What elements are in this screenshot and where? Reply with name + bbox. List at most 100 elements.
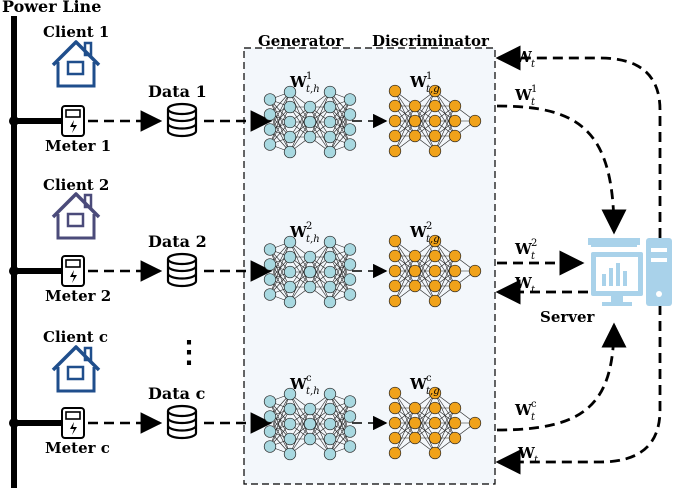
network-node <box>468 264 482 278</box>
network-node <box>283 250 297 264</box>
network-node <box>343 273 357 286</box>
weight-subscript: t,g <box>426 84 440 95</box>
network-node <box>283 432 297 446</box>
network-node <box>323 100 337 114</box>
discriminator-network <box>388 84 482 158</box>
network-node <box>263 395 277 408</box>
network-node <box>283 280 297 294</box>
client-label: Client 1 <box>43 23 109 41</box>
network-node <box>428 431 442 445</box>
network-node <box>408 431 422 445</box>
broadcast-arrow-client-c <box>495 305 662 475</box>
weight-symbol: W <box>514 48 533 66</box>
network-node <box>428 84 442 98</box>
discriminator-header: Discriminator <box>372 32 490 50</box>
network-node <box>428 129 442 143</box>
network-node <box>343 425 357 438</box>
weight-symbol: W <box>289 375 308 393</box>
weight-symbol: W <box>514 274 533 292</box>
generator-network <box>263 235 357 309</box>
network-node <box>388 99 402 113</box>
weight-subscript: t <box>531 59 536 70</box>
network-node <box>428 279 442 293</box>
client-label: Client 2 <box>43 176 109 194</box>
weight-symbol: W <box>409 73 428 91</box>
weight-subscript: t <box>531 285 536 296</box>
network-node <box>263 273 277 286</box>
network-node <box>428 401 442 415</box>
network-node <box>408 264 422 278</box>
weight-subscript: t,h <box>306 234 320 245</box>
network-node <box>388 431 402 445</box>
network-node <box>303 265 317 279</box>
generator-network <box>263 85 357 159</box>
weight-symbol: W <box>409 375 428 393</box>
network-node <box>408 279 422 293</box>
data-label: Data c <box>148 384 206 403</box>
house-icon <box>51 40 101 88</box>
network-node <box>468 416 482 430</box>
network-node <box>323 402 337 416</box>
network-node <box>303 130 317 144</box>
smart-meter-icon <box>61 407 85 439</box>
network-node <box>323 115 337 129</box>
meter-label: Meter 1 <box>45 137 111 155</box>
network-node <box>448 279 462 293</box>
network-node <box>388 386 402 400</box>
weight-superscript: 2 <box>306 221 312 232</box>
generator-header: Generator <box>258 32 344 50</box>
network-node <box>323 387 337 401</box>
network-node <box>283 115 297 129</box>
weight-superscript: 1 <box>426 71 432 82</box>
network-node <box>388 144 402 158</box>
network-node <box>343 440 357 453</box>
database-icon <box>166 404 198 440</box>
network-node <box>388 264 402 278</box>
network-node <box>263 123 277 136</box>
network-node <box>428 446 442 460</box>
network-node <box>428 264 442 278</box>
network-node <box>343 138 357 151</box>
network-node <box>448 99 462 113</box>
junction-dot <box>9 418 19 428</box>
network-node <box>323 417 337 431</box>
weight-superscript: c <box>306 373 312 384</box>
network-node <box>283 265 297 279</box>
network-node <box>388 446 402 460</box>
weight-superscript: 2 <box>426 221 432 232</box>
network-node <box>408 401 422 415</box>
weight-symbol: W <box>289 223 308 241</box>
weight-superscript: 1 <box>306 71 312 82</box>
network-node <box>303 100 317 114</box>
network-node <box>303 250 317 264</box>
network-node <box>428 234 442 248</box>
network-node <box>388 114 402 128</box>
weight-symbol: W <box>514 401 533 419</box>
network-node <box>428 416 442 430</box>
network-node <box>323 85 337 99</box>
network-node <box>388 294 402 308</box>
generator-network <box>263 387 357 461</box>
weight-symbol: W <box>514 240 533 258</box>
database-icon <box>166 102 198 138</box>
meter-label: Meter c <box>45 439 110 457</box>
network-node <box>263 425 277 438</box>
network-node <box>343 410 357 423</box>
network-node <box>408 99 422 113</box>
client-label: Client c <box>43 328 108 346</box>
network-node <box>263 93 277 106</box>
weight-subscript: t <box>534 455 539 466</box>
meter-label: Meter 2 <box>45 287 111 305</box>
network-node <box>428 386 442 400</box>
network-node <box>303 115 317 129</box>
network-node <box>323 250 337 264</box>
data-label: Data 1 <box>148 82 207 101</box>
weight-symbol: W <box>409 223 428 241</box>
network-node <box>388 129 402 143</box>
